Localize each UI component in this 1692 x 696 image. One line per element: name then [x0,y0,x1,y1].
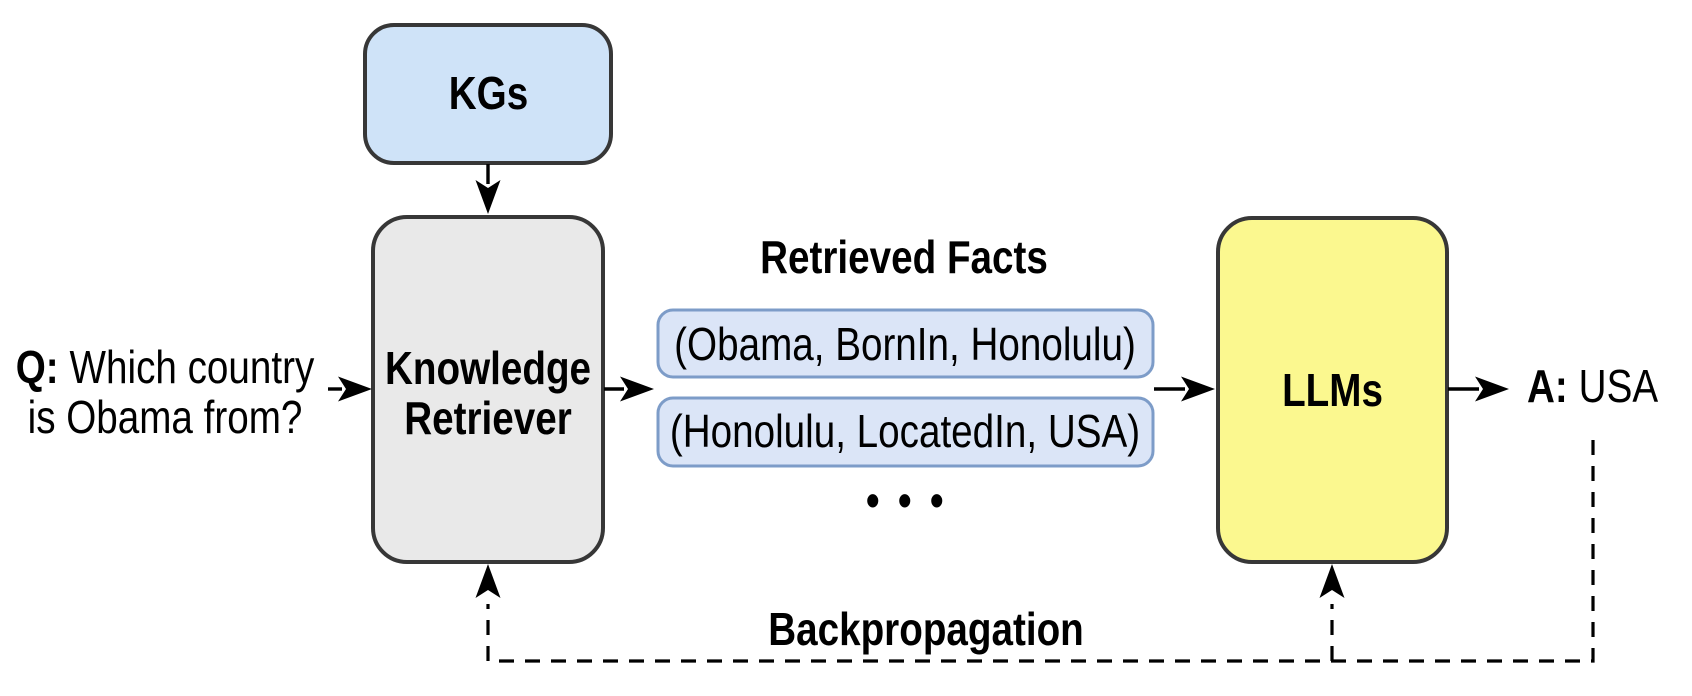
backprop-label-group: Backpropagation [768,604,1084,655]
arrow-facts-to-llms [1154,376,1215,402]
fact-1-text: (Obama, BornIn, Honolulu) [674,319,1136,370]
arrow-facts-to-llms-head [1181,376,1215,402]
question-line-1: Q:Which country [16,342,315,393]
arrow-kgs-to-retriever-head [475,180,501,214]
fact-2-text-group: (Honolulu, LocatedIn, USA) [670,406,1140,457]
backpropagation-dashed-line [486,440,1595,663]
backpropagation-head-to-llms [1319,564,1345,598]
fact-pill-1 [656,308,1155,379]
fact-1-text-group: (Obama, BornIn, Honolulu) [674,319,1136,370]
arrow-question-to-retriever [328,376,372,402]
fact-pill-2 [656,396,1155,468]
question-line-2: is Obama from? [28,392,303,443]
kgs-label-group: KGs [449,68,528,119]
knowledge-retriever-box [371,215,605,564]
llms-label-group: LLMs [1282,365,1383,416]
answer-text: A:USA [1527,361,1659,412]
retriever-label-line-1: Knowledge [385,343,591,394]
facts-ellipsis: ••• [866,475,962,526]
retrieved-facts-title: Retrieved Facts [760,232,1048,283]
facts-title-group: Retrieved Facts [760,232,1048,283]
backpropagation-path [475,440,1595,663]
arrow-retriever-to-facts [604,376,654,402]
llms-box [1216,216,1449,564]
retriever-label-line-2: Retriever [404,393,572,444]
fact-2-text: (Honolulu, LocatedIn, USA) [670,406,1140,457]
backpropagation-label: Backpropagation [768,604,1084,655]
arrow-retriever-to-facts-head [620,376,654,402]
arrow-question-to-retriever-head [338,376,372,402]
facts-ellipsis-group: ••• [866,475,962,526]
question-prefix: Q: [16,342,59,393]
kgs-box [363,23,613,165]
answer-prefix: A: [1527,361,1568,412]
backpropagation-head-to-retriever [475,564,501,598]
arrow-llms-to-answer [1448,376,1509,402]
retriever-label-group: Knowledge Retriever [385,343,591,444]
kgs-label: KGs [449,68,528,119]
question-line1-rest: Which country [70,342,315,393]
question-text: Q:Which country is Obama from? [16,342,315,443]
answer-value: USA [1579,361,1659,412]
arrow-llms-to-answer-head [1475,376,1509,402]
llms-label: LLMs [1282,365,1383,416]
arrow-kgs-to-retriever [475,164,501,214]
answer-text-group: A:USA [1527,361,1659,412]
